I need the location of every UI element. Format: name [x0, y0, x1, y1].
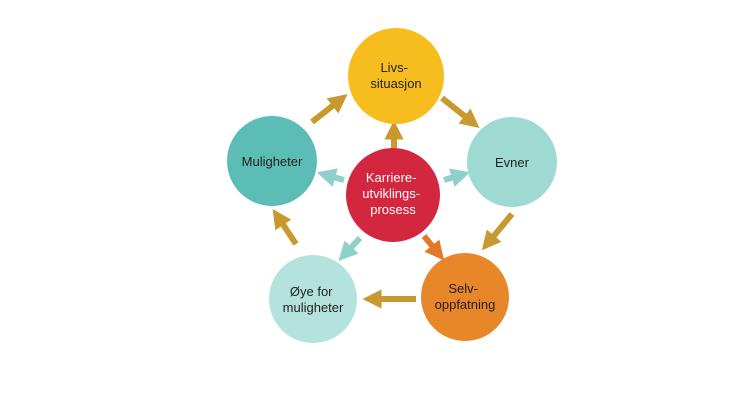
label-evner: Evner — [495, 155, 530, 170]
node-karriereutviklingsprosess — [346, 148, 440, 242]
node-evner — [467, 117, 557, 207]
node-muligheter — [227, 116, 317, 206]
arrow-center-to-oye-for-muligheter — [338, 235, 363, 262]
label-karriereutviklingsprosess: Karriere- utviklings- prosess — [362, 170, 423, 217]
label-muligheter: Muligheter — [242, 154, 303, 169]
node-oye-for-muligheter — [269, 255, 357, 343]
label-oye-for-muligheter: Øye for muligheter — [283, 284, 344, 315]
arrow-muligheter-to-livssituasjon — [310, 94, 348, 125]
arrow-center-to-selvoppfatning — [421, 234, 445, 261]
node-livssituasjon — [348, 28, 444, 124]
label-livssituasjon: Livs- situasjon — [370, 60, 421, 91]
arrow-oye-for-muligheter-to-muligheter — [272, 209, 299, 246]
arrow-center-to-evner — [443, 168, 471, 187]
node-selvoppfatning — [421, 253, 509, 341]
label-selvoppfatning: Selv- oppfatning — [435, 281, 496, 312]
arrow-evner-to-selvoppfatning — [481, 212, 515, 251]
arrow-livssituasjon-to-evner — [440, 95, 480, 128]
arrow-center-to-muligheter — [316, 168, 345, 187]
